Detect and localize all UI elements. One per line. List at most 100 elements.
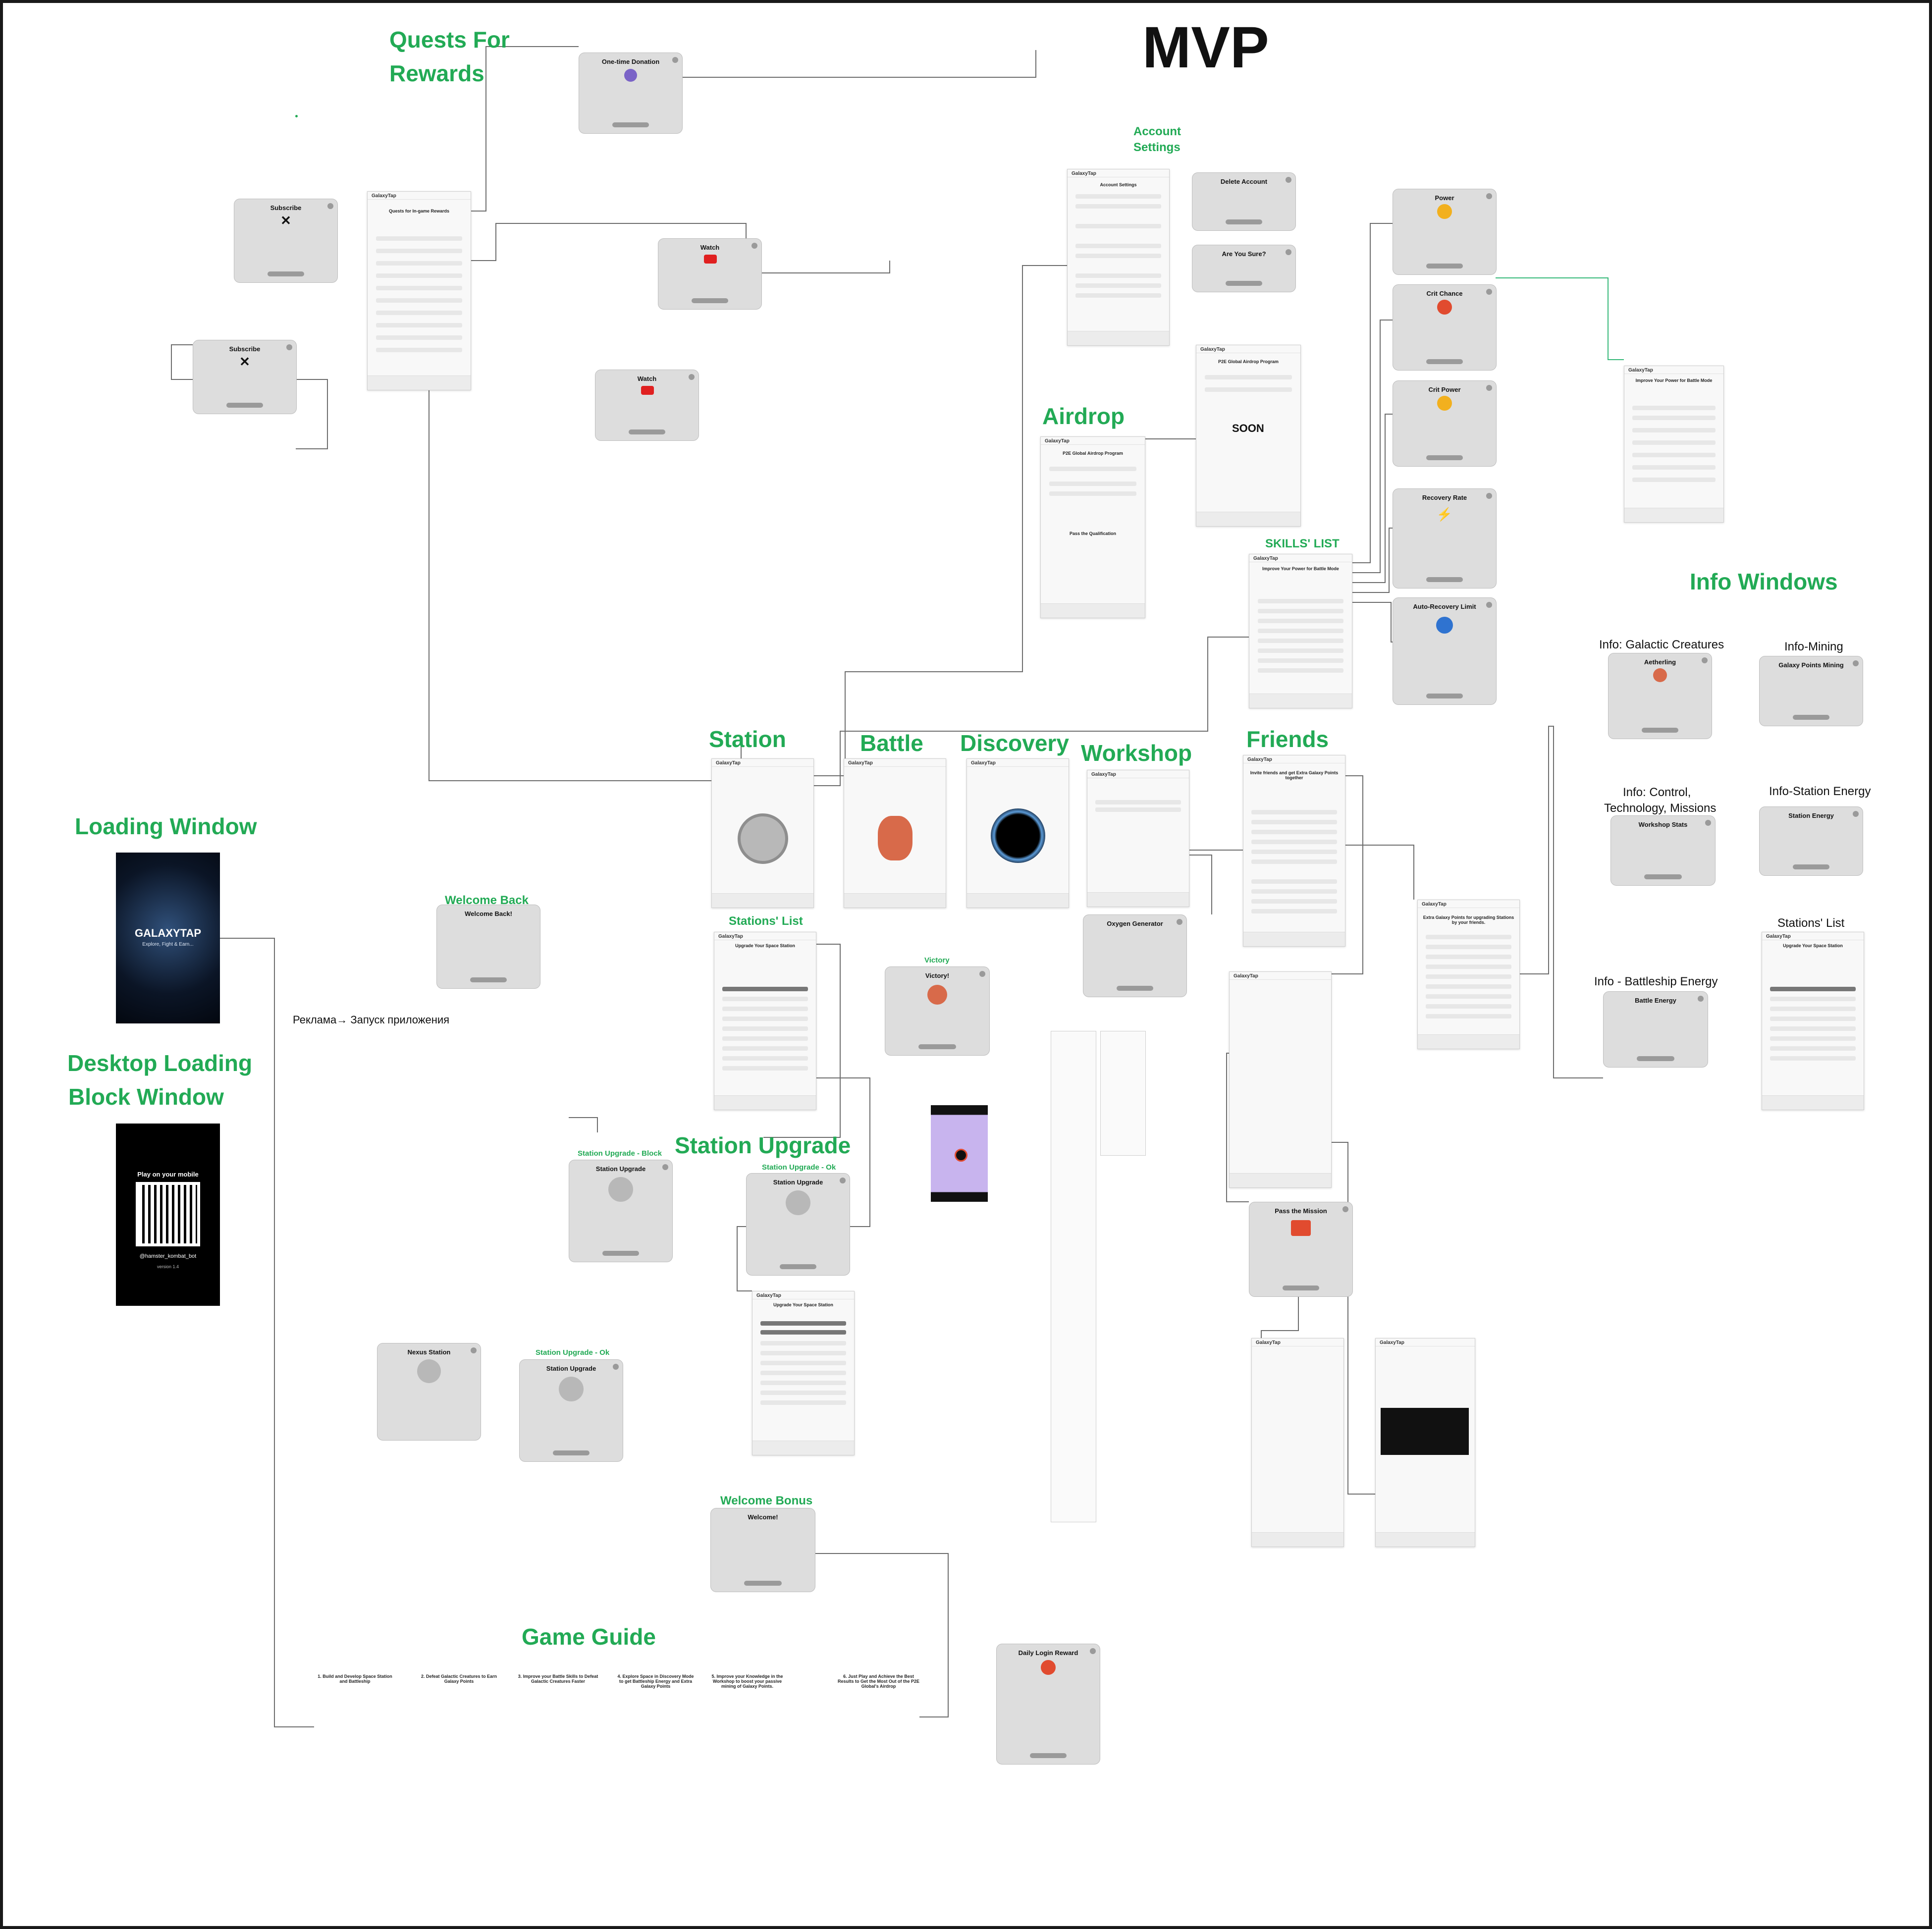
- modal-delete-account[interactable]: Delete Account: [1192, 172, 1296, 231]
- screen-friends-extra[interactable]: GalaxyTap Extra Galaxy Points for upgrad…: [1417, 900, 1520, 1049]
- black-hole-icon[interactable]: [990, 808, 1045, 863]
- upgrade-button[interactable]: [779, 1264, 817, 1269]
- upgrade-button[interactable]: [1116, 986, 1154, 991]
- close-icon[interactable]: [1342, 1206, 1348, 1212]
- close-icon[interactable]: [1286, 177, 1291, 183]
- screen-workshop[interactable]: GalaxyTap: [1087, 770, 1189, 907]
- screen-airdrop-soon[interactable]: GalaxyTap P2E Global Airdrop Program SOO…: [1196, 345, 1301, 527]
- close-icon[interactable]: [1853, 660, 1859, 666]
- close-icon[interactable]: [286, 344, 292, 350]
- screen-stations-list[interactable]: GalaxyTap Upgrade Your Space Station: [714, 932, 816, 1110]
- screen-missions-progress[interactable]: GalaxyTap: [1251, 1338, 1344, 1547]
- upgrade-button[interactable]: [1426, 455, 1463, 460]
- upgrade-button[interactable]: [1426, 577, 1463, 582]
- upgrade-button[interactable]: [1426, 359, 1463, 364]
- modal-victory[interactable]: Victory!: [885, 966, 990, 1056]
- qr-code-icon[interactable]: [136, 1182, 200, 1246]
- modal-subscribe-x[interactable]: Subscribe ✕: [234, 199, 338, 283]
- close-icon[interactable]: [672, 57, 678, 63]
- modal-crit-chance[interactable]: Crit Chance: [1393, 284, 1497, 371]
- modal-nexus-station[interactable]: Nexus Station: [377, 1343, 481, 1441]
- modal-aetherling[interactable]: Aetherling: [1608, 653, 1712, 739]
- close-icon[interactable]: [979, 971, 985, 977]
- modal-one-time-donation[interactable]: One-time Donation: [579, 53, 683, 134]
- modal-pass-the-mission[interactable]: Pass the Mission: [1249, 1202, 1353, 1297]
- close-icon[interactable]: [613, 1364, 619, 1370]
- subscribe-button[interactable]: [267, 271, 305, 276]
- close-icon[interactable]: [1853, 811, 1859, 817]
- close-icon[interactable]: [471, 1347, 477, 1353]
- screen-missions-moon[interactable]: GalaxyTap: [1375, 1338, 1475, 1547]
- got-it-button[interactable]: [1644, 874, 1682, 879]
- modal-station-upgrade-ok-2[interactable]: Station Upgrade: [519, 1359, 623, 1462]
- close-icon[interactable]: [1698, 996, 1704, 1002]
- moon-mission-banner[interactable]: [1381, 1408, 1469, 1455]
- close-icon[interactable]: [1486, 289, 1492, 295]
- close-icon[interactable]: [840, 1178, 846, 1183]
- close-icon[interactable]: [1486, 493, 1492, 499]
- upgrade-button[interactable]: [552, 1450, 590, 1455]
- modal-welcome-bonus[interactable]: Welcome!: [710, 1508, 815, 1592]
- close-icon[interactable]: [1286, 249, 1291, 255]
- modal-crit-power[interactable]: Crit Power: [1393, 380, 1497, 467]
- screen-discovery[interactable]: GalaxyTap: [966, 758, 1069, 908]
- modal-welcome-back[interactable]: Welcome Back!: [436, 905, 540, 989]
- space-station-icon[interactable]: [737, 813, 788, 864]
- modal-station-upgrade-block[interactable]: Station Upgrade: [569, 1160, 673, 1262]
- modal-galaxy-points-mining[interactable]: Galaxy Points Mining: [1759, 656, 1863, 726]
- start-mission-button[interactable]: [1282, 1286, 1320, 1290]
- upgrade-button[interactable]: [1426, 264, 1463, 268]
- subscribe-button[interactable]: [226, 403, 264, 408]
- modal-auto-recovery[interactable]: Auto-Recovery Limit: [1393, 597, 1497, 705]
- claim-button[interactable]: [918, 1044, 956, 1049]
- modal-workshop-stats[interactable]: Workshop Stats: [1610, 815, 1716, 886]
- got-it-button[interactable]: [1792, 864, 1830, 869]
- watch-button[interactable]: [691, 298, 729, 303]
- close-icon[interactable]: [751, 243, 757, 249]
- modal-station-upgrade-ok[interactable]: Station Upgrade: [746, 1173, 850, 1276]
- modal-station-energy[interactable]: Station Energy: [1759, 806, 1863, 876]
- close-icon[interactable]: [1705, 820, 1711, 826]
- screen-airdrop[interactable]: GalaxyTap P2E Global Airdrop Program Pas…: [1040, 436, 1145, 618]
- close-icon[interactable]: [1702, 657, 1708, 663]
- screen-station-upgrade-list[interactable]: GalaxyTap Upgrade Your Space Station: [752, 1291, 855, 1455]
- modal-battle-energy[interactable]: Battle Energy: [1603, 991, 1708, 1068]
- upgrade-button[interactable]: [602, 1251, 640, 1256]
- screen-skills-power[interactable]: GalaxyTap Improve Your Power for Battle …: [1624, 366, 1724, 523]
- close-icon[interactable]: [689, 374, 695, 380]
- close-icon[interactable]: [1090, 1648, 1096, 1654]
- confirm-button[interactable]: [1225, 281, 1263, 286]
- watch-button[interactable]: [628, 429, 666, 434]
- close-icon[interactable]: [662, 1164, 668, 1170]
- galactic-creature-icon[interactable]: [877, 816, 912, 860]
- modal-are-you-sure[interactable]: Are You Sure?: [1192, 245, 1296, 292]
- screen-battle[interactable]: GalaxyTap: [844, 758, 946, 908]
- close-icon[interactable]: [1486, 193, 1492, 199]
- modal-recovery-rate[interactable]: Recovery Rate ⚡: [1393, 488, 1497, 589]
- claim-button[interactable]: [1029, 1753, 1067, 1758]
- screen-friends[interactable]: GalaxyTap Invite friends and get Extra G…: [1243, 755, 1345, 947]
- close-icon[interactable]: [1486, 602, 1492, 608]
- screen-account-settings[interactable]: GalaxyTap Account Settings: [1067, 169, 1170, 346]
- modal-oxygen-generator[interactable]: Oxygen Generator: [1083, 914, 1187, 997]
- got-it-button[interactable]: [1641, 728, 1679, 733]
- modal-power[interactable]: Power: [1393, 189, 1497, 275]
- donate-button[interactable]: [612, 122, 649, 127]
- got-it-button[interactable]: [1637, 1056, 1674, 1061]
- upgrade-button[interactable]: [1426, 694, 1463, 698]
- screen-quests[interactable]: GalaxyTap Quests for In-game Rewards: [367, 191, 471, 390]
- modal-watch-video-2[interactable]: Watch: [595, 370, 699, 441]
- screen-missions[interactable]: GalaxyTap: [1229, 971, 1332, 1188]
- modal-subscribe-x-2[interactable]: Subscribe ✕: [193, 340, 297, 414]
- close-icon[interactable]: [1177, 919, 1182, 925]
- modal-watch-video[interactable]: Watch: [658, 238, 762, 310]
- delete-button[interactable]: [1225, 219, 1263, 224]
- close-icon[interactable]: [327, 203, 333, 209]
- modal-daily-login-reward[interactable]: Daily Login Reward: [996, 1644, 1100, 1765]
- claim-button[interactable]: [470, 977, 507, 982]
- screen-stations-list-right[interactable]: GalaxyTap Upgrade Your Space Station: [1762, 932, 1864, 1110]
- screen-skills-list[interactable]: GalaxyTap Improve Your Power for Battle …: [1249, 554, 1352, 708]
- claim-button[interactable]: [744, 1581, 782, 1586]
- screen-station[interactable]: GalaxyTap: [711, 758, 814, 908]
- close-icon[interactable]: [1486, 385, 1492, 391]
